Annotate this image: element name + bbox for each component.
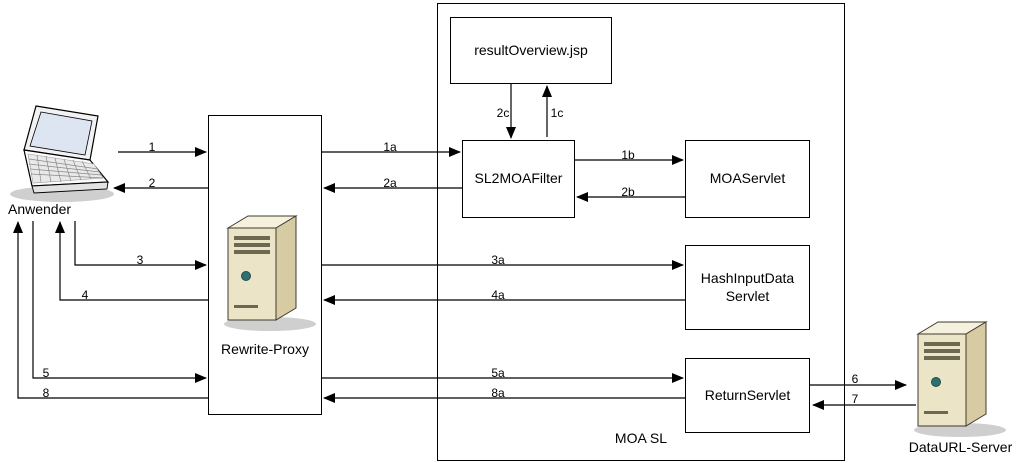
moa-sl-container xyxy=(437,3,845,461)
arrow-label-1: 1 xyxy=(148,140,156,154)
node-result-overview-jsp-label: resultOverview.jsp xyxy=(474,41,588,58)
laptop-front-edge xyxy=(31,181,109,194)
laptop-keyboard-keys xyxy=(28,154,104,183)
arrows-user-proxy xyxy=(13,147,208,399)
arrow-label-2: 2 xyxy=(148,176,156,190)
arrow-label-6: 6 xyxy=(851,372,859,386)
arrow-label-5a: 5a xyxy=(491,366,505,380)
arrow-5 xyxy=(32,221,207,383)
arrow-label-4: 4 xyxy=(81,288,89,302)
arrow-label-8: 8 xyxy=(42,386,50,400)
node-hashinputdata-servlet-label: HashInputData Servlet xyxy=(700,270,795,304)
arrow-label-3: 3 xyxy=(136,253,144,267)
node-sl2moafilter: SL2MOAFilter xyxy=(462,140,575,218)
node-sl2moafilter-label: SL2MOAFilter xyxy=(474,170,563,187)
arrow-label-4a: 4a xyxy=(491,288,505,302)
node-moaservlet: MOAServlet xyxy=(685,140,810,218)
rewrite-proxy-label: Rewrite-Proxy xyxy=(221,341,309,357)
arrow-label-7: 7 xyxy=(851,392,859,406)
arrow-label-1c: 1c xyxy=(550,106,564,120)
rewrite-proxy-box xyxy=(208,115,322,415)
arrow-label-1a: 1a xyxy=(383,140,397,154)
arrow-label-8a: 8a xyxy=(491,386,505,400)
arrow-label-1b: 1b xyxy=(621,148,635,162)
laptop-shadow xyxy=(10,186,114,202)
node-moaservlet-label: MOAServlet xyxy=(709,170,786,187)
laptop-icon xyxy=(10,105,114,202)
arrow-label-5: 5 xyxy=(42,366,50,380)
node-returnservlet: ReturnServlet xyxy=(685,358,810,433)
laptop-screen xyxy=(29,111,93,156)
arrow-label-2c: 2c xyxy=(496,106,510,120)
arrow-label-3a: 3a xyxy=(491,253,505,267)
arrow-label-2a: 2a xyxy=(383,176,397,190)
moa-sl-label: MOA SL xyxy=(614,430,668,446)
node-result-overview-jsp: resultOverview.jsp xyxy=(450,17,612,84)
dataurl-server-label: DataURL-Server xyxy=(908,439,1013,455)
laptop-key-area xyxy=(27,153,104,184)
dataurl-server-icon xyxy=(913,321,1007,438)
arrow-label-2b: 2b xyxy=(621,185,635,199)
laptop-base xyxy=(23,149,110,187)
node-returnservlet-label: ReturnServlet xyxy=(704,386,791,403)
node-hashinputdata-servlet: HashInputData Servlet xyxy=(685,245,810,330)
laptop-screen-frame xyxy=(23,105,99,161)
anwender-label: Anwender xyxy=(8,201,72,217)
